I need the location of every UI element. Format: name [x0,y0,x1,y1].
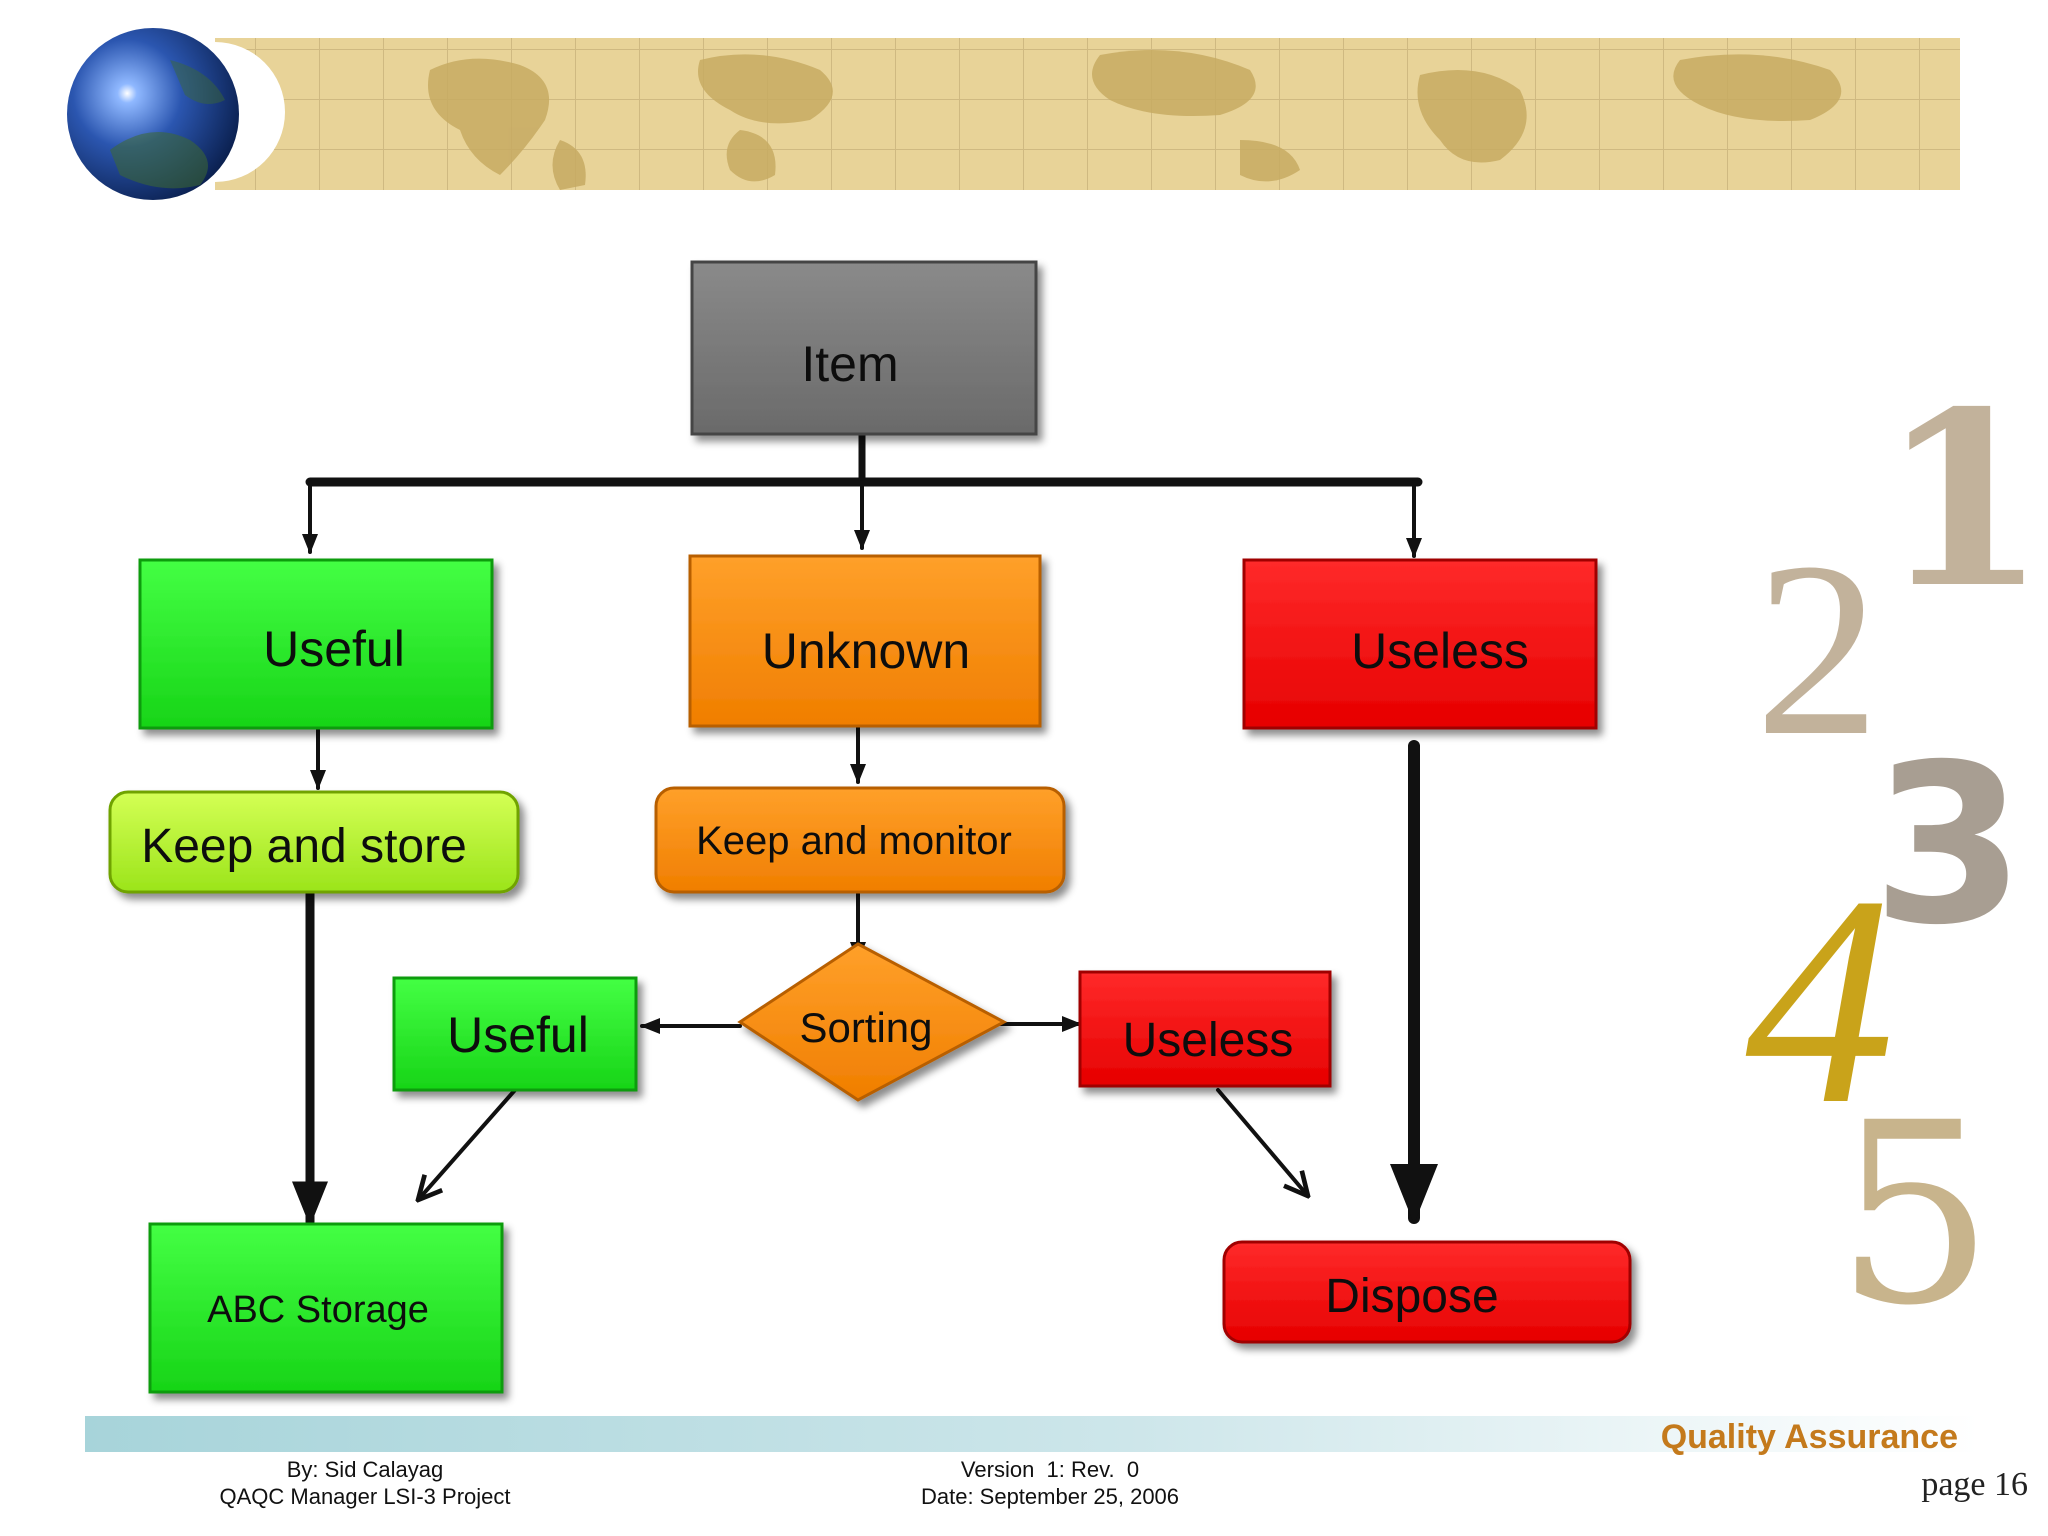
node-unknown: Unknown [688,554,1042,728]
decor-number-2: 2 [1755,511,1880,788]
connectors [292,430,1438,1227]
header-banner [67,28,1960,200]
footer-author: By: Sid Calayag [286,1457,444,1482]
node-keep-and-store: Keep and store [108,790,520,894]
footer-version: Version 1: Rev. 0 [960,1457,1140,1482]
decor-number-4: 4 [1745,834,1895,1166]
node-useless-2-label: Useless [1123,1014,1294,1067]
node-keep-and-store-label: Keep and store [141,820,467,873]
node-keep-and-monitor-label: Keep and monitor [696,819,1012,863]
connector-useful2-to-abc [418,1088,517,1200]
node-item-label: Item [801,336,898,392]
node-useful: Useful [138,558,494,730]
section-title: Quality Assurance [1660,1418,1958,1456]
node-useless-label: Useless [1351,623,1529,679]
node-sorting-label: Sorting [799,1004,932,1051]
footer-date: Date: September 25, 2006 [920,1484,1180,1509]
page-number: page 16 [1921,1466,2028,1503]
node-keep-and-monitor: Keep and monitor [654,786,1066,894]
decor-number-3: 3 [1872,717,2026,973]
node-item: Item [690,260,1038,436]
node-useful-2-label: Useful [447,1007,589,1063]
footer-version-block: Version 1: Rev. 0 Date: September 25, 20… [870,1456,1230,1510]
decor-number-5: 5 [1835,1069,1995,1360]
node-useless: Useless [1242,558,1598,730]
node-sorting: Sorting [737,942,1008,1102]
node-useful-2: Useful [392,976,638,1092]
footer-role: QAQC Manager LSI-3 Project [219,1484,511,1509]
connector-useless2-to-dispose [1216,1088,1308,1196]
node-dispose: Dispose [1222,1240,1632,1344]
node-useless-2: Useless [1078,970,1332,1088]
node-unknown-label: Unknown [762,623,970,679]
world-map-icon [428,50,1842,190]
node-useful-label: Useful [263,621,405,677]
node-dispose-label: Dispose [1325,1270,1498,1323]
decor-number-1: 1 [1880,359,2047,641]
node-abc-storage-label: ABC Storage [207,1289,429,1331]
node-abc-storage: ABC Storage [148,1222,504,1394]
footer-bar [85,1416,1980,1452]
footer-author-block: By: Sid Calayag QAQC Manager LSI-3 Proje… [180,1456,550,1510]
